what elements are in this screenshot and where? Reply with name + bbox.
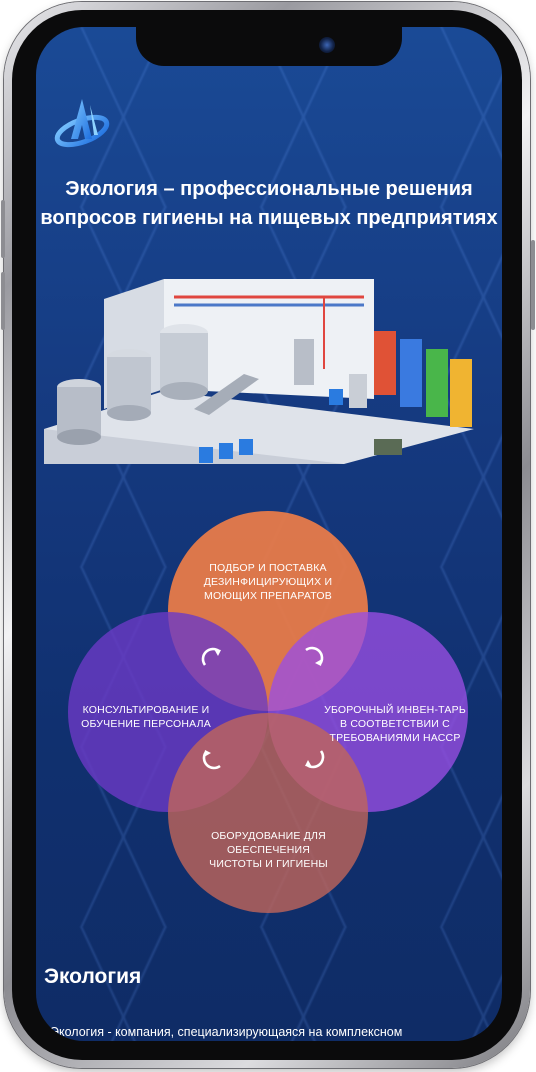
phone-notch: [136, 24, 402, 66]
label-inventory: УБОРОЧНЫЙ ИНВЕН-ТАРЬ В СООТВЕТСТВИИ С ТР…: [324, 704, 466, 744]
page-title: Экология – профессиональные решения вопр…: [40, 178, 498, 229]
label-consulting: КОНСУЛЬТИРОВАНИЕ И ОБУЧЕНИЕ ПЕРСОНАЛА: [81, 704, 211, 730]
screen: Экология – профессиональные решения вопр…: [36, 27, 502, 1041]
intro-text: Экология - компания, специализирующаяся …: [50, 1025, 403, 1039]
label-equipment: ОБОРУДОВАНИЕ ДЛЯ ОБЕСПЕЧЕНИЯ ЧИСТОТЫ И Г…: [209, 830, 328, 870]
cycle-arrow-icon: [201, 647, 221, 666]
logo-icon[interactable]: [52, 95, 114, 153]
services-diagram: ПОДБОР И ПОСТАВКА ДЕЗИНФИЦИРУЮЩИХ И МОЮЩ…: [36, 505, 502, 945]
front-camera: [319, 37, 335, 53]
section-title: Экология: [44, 965, 142, 988]
volume-button: [1, 200, 5, 258]
volume-button: [1, 272, 5, 330]
cycle-arrow-icon: [305, 750, 325, 769]
power-button: [531, 240, 535, 330]
cycle-arrow-icon: [202, 750, 221, 770]
circle-equipment: [168, 713, 368, 913]
cycle-arrow-icon: [305, 646, 324, 666]
factory-illustration: [44, 279, 474, 464]
label-disinfectants: ПОДБОР И ПОСТАВКА ДЕЗИНФИЦИРУЮЩИХ И МОЮЩ…: [203, 562, 333, 602]
